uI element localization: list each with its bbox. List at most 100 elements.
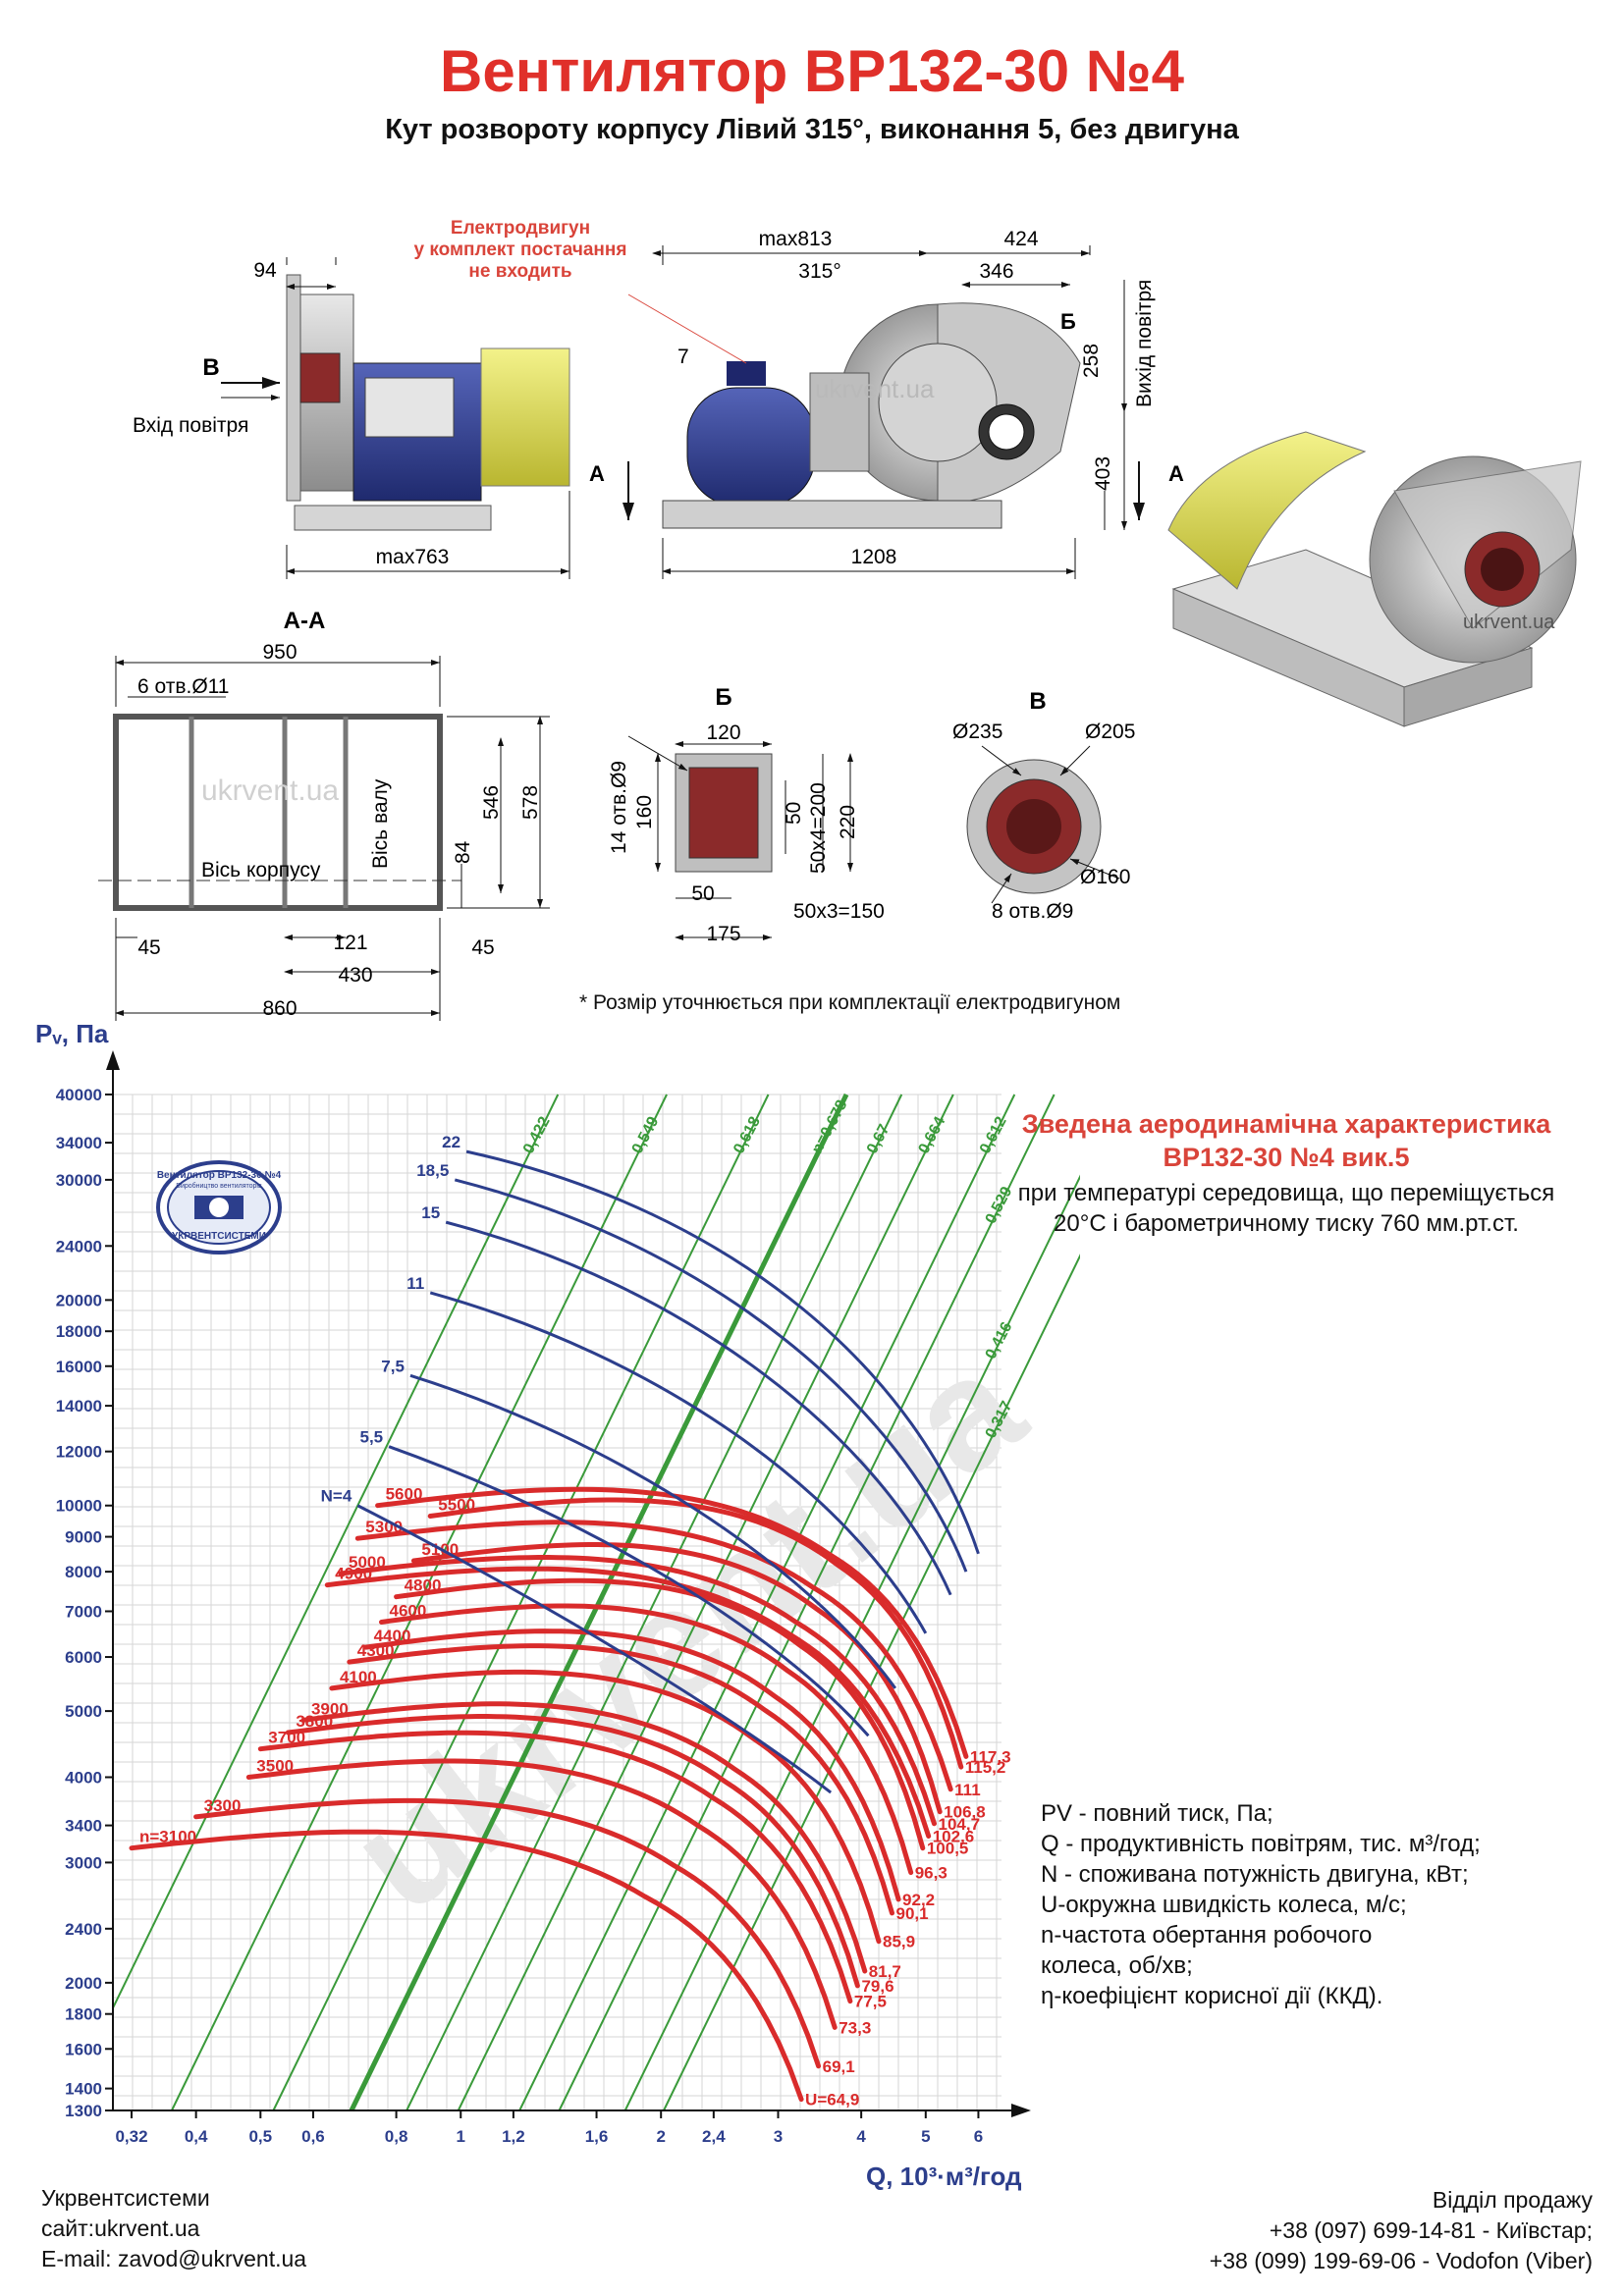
phone-kyivstar[interactable]: +38 (097) 699-14-81 - Київстар; bbox=[1269, 2217, 1593, 2243]
dim-578: 578 bbox=[519, 785, 542, 820]
y-tick-label: 2400 bbox=[65, 1920, 102, 1939]
speed-curve bbox=[379, 1603, 914, 1876]
y-tick-label: 7000 bbox=[65, 1602, 102, 1621]
velocity-label: 85,9 bbox=[883, 1933, 915, 1951]
dim-175: 175 bbox=[706, 923, 740, 945]
x-tick-label: 4 bbox=[856, 2127, 866, 2146]
speed-label: 4400 bbox=[374, 1627, 411, 1645]
badge-bottom: УКРВЕНТСИСТЕМИ bbox=[172, 1231, 266, 1242]
speed-curve bbox=[363, 1629, 901, 1902]
footer-left: Укрвентсистеми сайт:ukrvent.ua E-mail: z… bbox=[41, 2183, 306, 2274]
motor-note-line: не входить bbox=[468, 261, 572, 282]
power-label: N=4 bbox=[321, 1487, 352, 1506]
dim-220: 220 bbox=[837, 805, 859, 839]
inlet-label: Вхід повітря bbox=[133, 414, 248, 437]
watermark: ukrvent.ua bbox=[815, 374, 935, 403]
front-view: max813 424 346 315° 7 Б 258 Вихід повітр… bbox=[589, 228, 1184, 579]
shaft-axis: Вісь валу bbox=[369, 778, 392, 869]
badge-inner: Виробництво вентиляторів bbox=[176, 1182, 262, 1190]
y-axis-arrow bbox=[106, 1050, 120, 1070]
efficiency-label: 0,664 bbox=[916, 1114, 949, 1156]
power-curve bbox=[409, 1373, 897, 1689]
dim-50v: 50 bbox=[783, 802, 805, 825]
speed-label: 3500 bbox=[256, 1757, 294, 1776]
dim-258: 258 bbox=[1080, 344, 1103, 378]
y-tick-label: 12000 bbox=[56, 1443, 102, 1462]
chart-description: при температурі середовища, що переміщує… bbox=[1017, 1180, 1555, 1237]
velocity-label: 79,6 bbox=[861, 1977, 893, 1996]
angle-315: 315° bbox=[798, 260, 840, 283]
footnote: * Розмір уточнюється при комплектації ел… bbox=[579, 991, 1121, 1014]
power-label: 11 bbox=[406, 1274, 424, 1293]
legend-item: PV - повний тиск, Па; bbox=[1041, 1800, 1273, 1827]
efficiency-line bbox=[272, 1094, 770, 2111]
velocity-label: 111 bbox=[954, 1781, 981, 1799]
power-label: 18,5 bbox=[416, 1161, 449, 1180]
footer-right: Відділ продажу +38 (097) 699-14-81 - Киї… bbox=[1210, 2185, 1593, 2276]
dim-160: 160 bbox=[633, 795, 656, 829]
x-tick-label: 1,6 bbox=[585, 2127, 609, 2146]
velocity-label: 104,7 bbox=[939, 1815, 981, 1834]
x-tick-label: 0,4 bbox=[185, 2127, 208, 2146]
sales-title: Відділ продажу bbox=[1432, 2187, 1593, 2213]
legend-item: η-коефіцієнт корисної дії (ККД). bbox=[1041, 1983, 1383, 2009]
chart-title: Зведена аеродинамічна характеристика ВР1… bbox=[1021, 1109, 1551, 1172]
efficiency-line bbox=[349, 1093, 849, 2112]
holes-8: 8 отв.Ø9 bbox=[992, 900, 1073, 923]
speed-curve bbox=[324, 1566, 932, 1839]
flange-b-title: Б bbox=[715, 684, 731, 711]
speed-curve bbox=[257, 1730, 853, 2004]
speed-label: 4100 bbox=[340, 1668, 377, 1686]
y-tick-label: 5000 bbox=[65, 1702, 102, 1721]
dim-max813: max813 bbox=[759, 228, 833, 250]
x-tick-label: 1,2 bbox=[502, 2127, 525, 2146]
y-tick-label: 8000 bbox=[65, 1563, 102, 1581]
speed-label: 5500 bbox=[438, 1496, 475, 1515]
motor-note: Електродвигун у комплект постачання не в… bbox=[378, 218, 663, 283]
speed-curve bbox=[329, 1669, 882, 1945]
efficiency-label: 0,618 bbox=[731, 1114, 764, 1156]
power-label: 5,5 bbox=[360, 1428, 384, 1447]
flange-v: В Ø235 Ø205 Ø160 8 отв.Ø9 bbox=[952, 688, 1135, 923]
flange-b: Б 120 14 отв.Ø9 160 50 50x4=200 220 50 5… bbox=[608, 684, 885, 945]
speed-curve bbox=[193, 1797, 822, 2069]
holes-11: 6 отв.Ø11 bbox=[137, 675, 229, 698]
y-tick-label: 34000 bbox=[56, 1134, 102, 1152]
company-site[interactable]: сайт:ukrvent.ua bbox=[41, 2216, 200, 2241]
dim-50x3: 50x3=150 bbox=[793, 900, 885, 923]
dim-120: 120 bbox=[706, 721, 740, 744]
speed-label: 4600 bbox=[390, 1601, 427, 1620]
y-tick-label: 9000 bbox=[65, 1528, 102, 1547]
speed-curve bbox=[300, 1701, 868, 1974]
page-title: Вентилятор ВР132-30 №4 bbox=[440, 38, 1184, 104]
dim-94: 94 bbox=[253, 259, 277, 282]
phone-vodafone[interactable]: +38 (099) 199-69-06 - Vodofon (Viber) bbox=[1209, 2248, 1593, 2273]
velocity-label: 115,2 bbox=[965, 1758, 1006, 1777]
y-tick-label: 40000 bbox=[56, 1086, 102, 1104]
speed-curves: n=3100U=64,9330069,1350073,3370077,53800… bbox=[129, 1485, 1011, 2109]
section-aa: А-А 950 6 отв.Ø11 546 578 Вісь валу Вісь… bbox=[98, 608, 550, 1021]
x-tick-label: 5 bbox=[921, 2127, 930, 2146]
velocity-label: 100,5 bbox=[927, 1840, 969, 1858]
d205: Ø205 bbox=[1085, 721, 1135, 743]
label-b-front: Б bbox=[1060, 309, 1076, 334]
dim-346: 346 bbox=[979, 260, 1013, 283]
power-curve bbox=[388, 1445, 870, 1737]
speed-label: 3300 bbox=[204, 1796, 242, 1815]
velocity-label: 92,2 bbox=[902, 1891, 935, 1909]
y-tick-label: 30000 bbox=[56, 1171, 102, 1190]
velocity-label: U=64,9 bbox=[805, 2091, 859, 2109]
efficiency-line bbox=[663, 1254, 1080, 2111]
y-tick-label: 24000 bbox=[56, 1237, 102, 1255]
y-tick-label: 3000 bbox=[65, 1853, 102, 1872]
y-tick-label: 2000 bbox=[65, 1974, 102, 1993]
velocity-label: 69,1 bbox=[823, 2057, 855, 2076]
efficiency-line bbox=[406, 1094, 903, 2111]
y-tick-label: 10000 bbox=[56, 1497, 102, 1516]
company-email[interactable]: E-mail: zavod@ukrvent.ua bbox=[41, 2246, 307, 2271]
speed-label: n=3100 bbox=[139, 1828, 196, 1846]
y-tick-label: 1300 bbox=[65, 2102, 102, 2120]
y-tick-label: 1600 bbox=[65, 2040, 102, 2058]
legend-item: Q - продуктивність повітрям, тис. м³/год… bbox=[1041, 1831, 1481, 1857]
